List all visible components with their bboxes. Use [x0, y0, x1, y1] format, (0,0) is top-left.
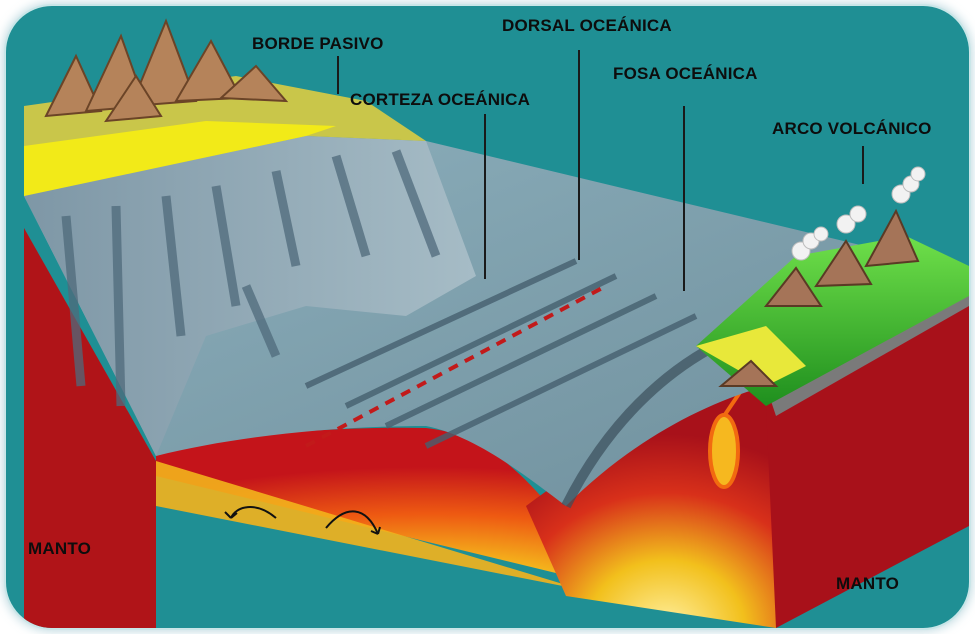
continent-yellow: [24, 121, 336, 196]
volcanoes: [718, 208, 920, 387]
diagram-frame: [6, 6, 969, 628]
label-manto-right: MANTO: [836, 574, 900, 593]
leader-fosa-oceanica: [683, 106, 685, 291]
leader-corteza-oceanica: [484, 114, 486, 279]
front-mantle-slab: [156, 427, 766, 624]
ridge-axis: [305, 284, 607, 448]
label-borde-pasivo: BORDE PASIVO: [252, 34, 384, 53]
label-dorsal-oceanica: DORSAL OCEÁNICA: [502, 16, 672, 35]
mountain-range: [44, 18, 289, 123]
canyon-ridges: [61, 149, 441, 407]
label-fosa-oceanica: FOSA OCEÁNICA: [613, 64, 758, 83]
volcanic-plumes: [791, 166, 926, 261]
label-arco-volcanico: ARCO VOLCÁNICO: [772, 119, 932, 138]
arc-coast: [696, 326, 806, 386]
ridge-fractures: [304, 258, 698, 449]
leader-arco-volcanico: [862, 146, 864, 184]
leader-borde-pasivo: [337, 56, 339, 94]
block-diagram-illustration: [24, 18, 969, 628]
magma-chamber: [708, 413, 740, 489]
label-manto-left: MANTO: [28, 539, 92, 558]
label-corteza-oceanica: CORTEZA OCEÁNICA: [350, 90, 531, 109]
left-mantle-face: [24, 228, 156, 628]
leader-dorsal-oceanica: [578, 50, 580, 260]
convection-arrows: [224, 506, 381, 535]
